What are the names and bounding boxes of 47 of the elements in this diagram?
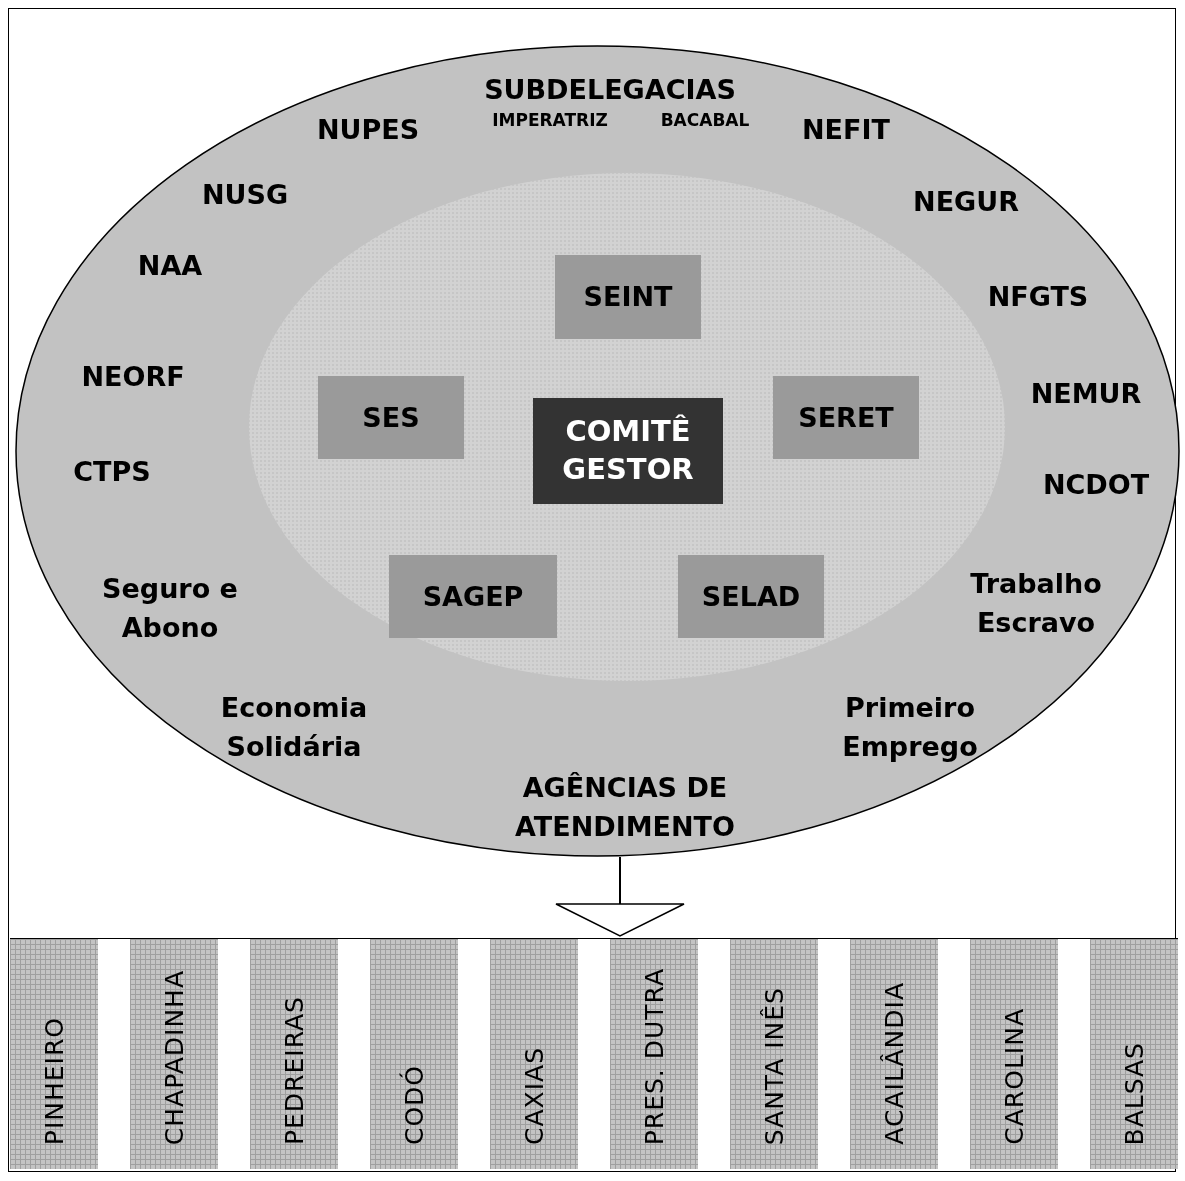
city-name: PINHEIRO xyxy=(39,1016,69,1145)
unit-name: NEORF xyxy=(81,360,185,395)
unit-name: NEFIT xyxy=(802,113,890,148)
sector-box: SEINT xyxy=(555,255,701,339)
city-name: BALSAS xyxy=(1119,1041,1149,1145)
agency-bar xyxy=(370,939,458,1169)
city-name: CAROLINA xyxy=(999,1008,1029,1145)
city-name: SANTA INÊS xyxy=(759,986,789,1145)
unit-name: Seguro e Abono xyxy=(101,571,239,645)
agency-bar xyxy=(250,939,338,1169)
unit-name: NAA xyxy=(137,249,203,284)
agency-bar xyxy=(130,939,218,1169)
sector-box: SES xyxy=(318,376,464,459)
unit-name: AGÊNCIAS DE ATENDIMENTO xyxy=(514,770,736,844)
agency-bar xyxy=(730,939,818,1169)
unit-name: Trabalho Escravo xyxy=(969,566,1103,640)
agency-bar xyxy=(850,939,938,1169)
unit-name: NCDOT xyxy=(1042,468,1150,503)
unit-name: NUPES xyxy=(316,113,420,148)
committee-box: COMITÊ GESTOR xyxy=(533,398,723,504)
sector-box: SAGEP xyxy=(389,555,557,638)
agency-row xyxy=(10,938,1178,1171)
city-name: CAXIAS xyxy=(519,1046,549,1145)
unit-name: CTPS xyxy=(73,455,151,490)
sector-box: SERET xyxy=(773,376,919,459)
unit-name: NFGTS xyxy=(987,280,1089,315)
agency-bar xyxy=(610,939,698,1169)
agency-bar xyxy=(1090,939,1178,1169)
agency-bar xyxy=(10,939,98,1169)
unit-name: Economia Solidária xyxy=(219,690,369,764)
city-name: PRES. DUTRA xyxy=(639,967,669,1145)
arrow xyxy=(555,856,685,937)
sector-box: SELAD xyxy=(678,555,824,638)
agency-bar xyxy=(490,939,578,1169)
unit-name: Primeiro Emprego xyxy=(841,690,979,764)
unit-name: NUSG xyxy=(201,178,289,213)
outer-ellipse xyxy=(15,45,1180,857)
city-name: ACAILÂNDIA xyxy=(879,982,909,1145)
subdelegacy-name: IMPERATRIZ xyxy=(492,108,608,132)
unit-name: NEGUR xyxy=(913,185,1019,220)
unit-name: SUBDELEGACIAS xyxy=(484,73,736,108)
city-name: CODÓ xyxy=(399,1064,429,1145)
city-name: CHAPADINHA xyxy=(159,969,189,1145)
unit-name: NEMUR xyxy=(1030,377,1142,412)
city-name: PEDREIRAS xyxy=(279,996,309,1145)
subdelegacy-name: BACABAL xyxy=(660,108,750,132)
agency-bar xyxy=(970,939,1058,1169)
